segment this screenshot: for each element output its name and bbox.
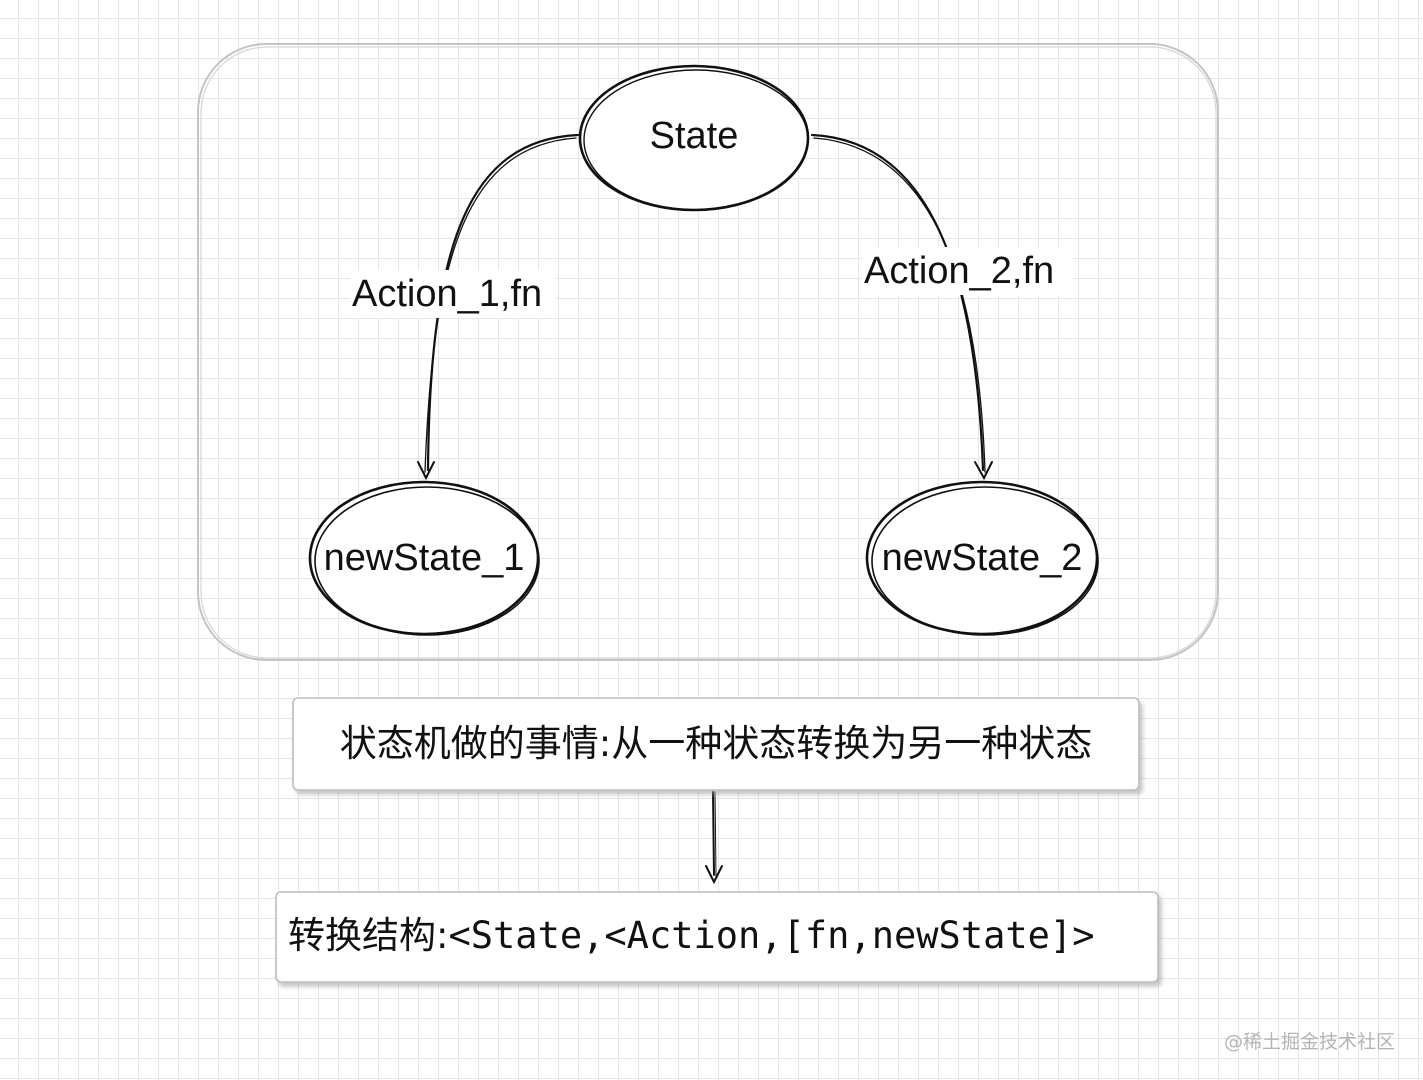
new-state-1-node: newState_1 xyxy=(308,480,540,636)
description-box: 状态机做的事情:从一种状态转换为另一种状态 xyxy=(292,697,1140,791)
watermark: @稀土掘金技术社区 xyxy=(1223,1031,1395,1053)
edge-label-action-2-group: Action_2,fn xyxy=(862,247,1072,295)
edge-action-2 xyxy=(810,133,993,481)
edge-label-action-1-group: Action_1,fn xyxy=(350,270,556,318)
edge-label-action-1: Action_1,fn xyxy=(352,273,542,315)
diagram-container xyxy=(197,43,1219,661)
edge-label-action-2: Action_2,fn xyxy=(864,250,1054,292)
state-node: State xyxy=(578,64,810,212)
state-node-label: State xyxy=(650,115,739,157)
new-state-2-node: newState_2 xyxy=(865,480,1099,636)
arrow-description-to-structure xyxy=(705,791,723,885)
structure-text: 转换结构:<State,<Action,[fn,newState]> xyxy=(288,914,1094,957)
new-state-2-label: newState_2 xyxy=(882,537,1083,579)
structure-prefix: 转换结构: xyxy=(288,914,448,957)
new-state-1-label: newState_1 xyxy=(324,537,525,579)
structure-box: 转换结构:<State,<Action,[fn,newState]> xyxy=(275,891,1159,983)
structure-code: <State,<Action,[fn,newState]> xyxy=(448,914,1094,957)
edge-action-1 xyxy=(417,133,580,481)
description-text: 状态机做的事情:从一种状态转换为另一种状态 xyxy=(340,722,1092,765)
